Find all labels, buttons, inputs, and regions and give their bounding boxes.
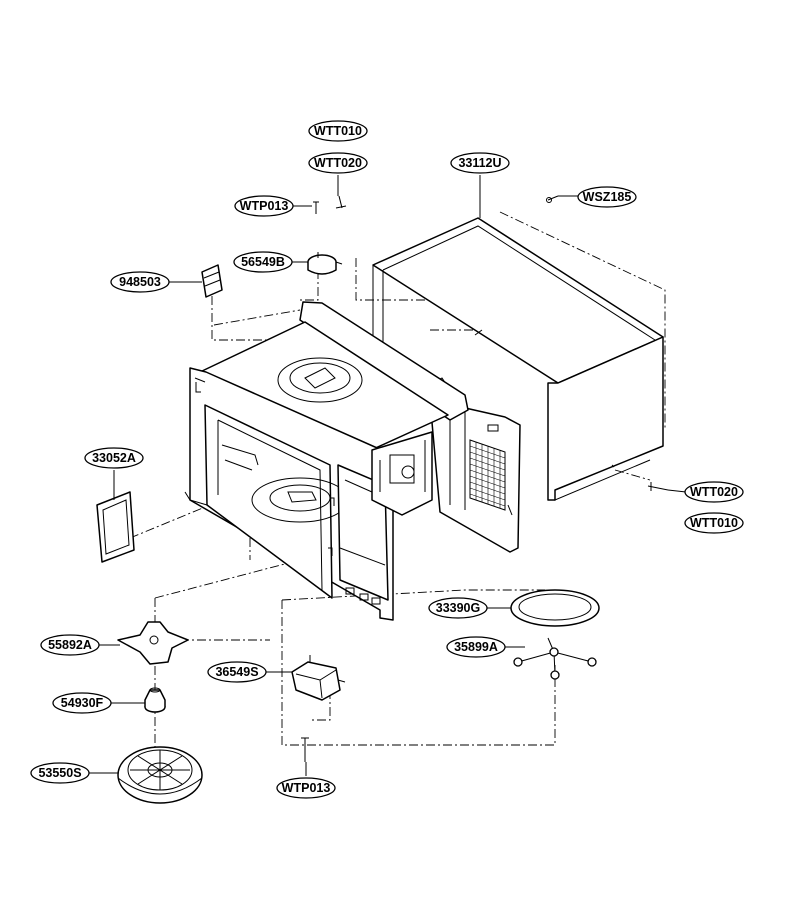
part-54930f-shaft — [144, 687, 166, 713]
rear-panel — [429, 399, 521, 553]
part-33052a-cover — [96, 491, 135, 563]
callout-text: 33112U — [458, 156, 501, 170]
callout-wtp013-bottom: WTP013 — [276, 777, 336, 799]
screw-wtp013-top — [313, 201, 319, 214]
callout-text: 948503 — [119, 275, 161, 289]
callout-54930f: 54930F — [52, 692, 112, 714]
callout-33112u: 33112U — [450, 152, 510, 174]
leader-lines — [88, 175, 687, 776]
callout-text: WTP013 — [282, 781, 331, 795]
screw-wtt020-side — [647, 482, 669, 491]
callout-wsz185: WSZ185 — [577, 186, 637, 208]
part-36549s-motor — [291, 655, 346, 701]
callout-33052a: 33052A — [84, 447, 144, 469]
callout-text: WTT010 — [314, 124, 362, 138]
outer-cabinet — [372, 217, 664, 501]
screw-wtt020-top — [335, 195, 347, 209]
callout-text: WTT020 — [690, 485, 738, 499]
part-35899a-roller-ring — [513, 637, 597, 680]
part-53550s-roller — [117, 746, 203, 804]
callout-text: 33390G — [436, 601, 480, 615]
callout-text: 53550S — [38, 766, 81, 780]
callout-text: 55892A — [48, 638, 92, 652]
callout-wtt010-top: WTT010 — [308, 120, 368, 142]
callout-33390g: 33390G — [428, 597, 488, 619]
callout-text: WTT010 — [690, 516, 738, 530]
callout-text: 56549B — [241, 255, 285, 269]
callout-948503: 948503 — [110, 271, 170, 293]
callout-35899a: 35899A — [446, 636, 506, 658]
callout-text: 33052A — [92, 451, 136, 465]
callout-text: 35899A — [454, 640, 498, 654]
callout-wtt010-side: WTT010 — [684, 512, 744, 534]
part-55892a-coupler — [117, 621, 189, 665]
callout-text: 36549S — [215, 665, 258, 679]
callout-wtt020-top: WTT020 — [308, 152, 368, 174]
callout-53550s: 53550S — [30, 762, 90, 784]
callout-wtt020-side: WTT020 — [684, 481, 744, 503]
screw-wsz185 — [546, 195, 559, 203]
oven-cavity — [184, 301, 469, 621]
part-948503-block — [201, 264, 223, 298]
callout-55892a: 55892A — [40, 634, 100, 656]
screw-wtp013-bottom — [301, 737, 309, 762]
part-56549b-motor — [307, 252, 343, 275]
callout-wtp013-top: WTP013 — [234, 195, 294, 217]
callout-text: WTT020 — [314, 156, 362, 170]
part-33390g-tray — [510, 589, 600, 627]
callout-text: 54930F — [61, 696, 104, 710]
callout-56549b: 56549B — [233, 251, 293, 273]
callout-text: WTP013 — [240, 199, 289, 213]
callout-36549s: 36549S — [207, 661, 267, 683]
callout-text: WSZ185 — [583, 190, 632, 204]
